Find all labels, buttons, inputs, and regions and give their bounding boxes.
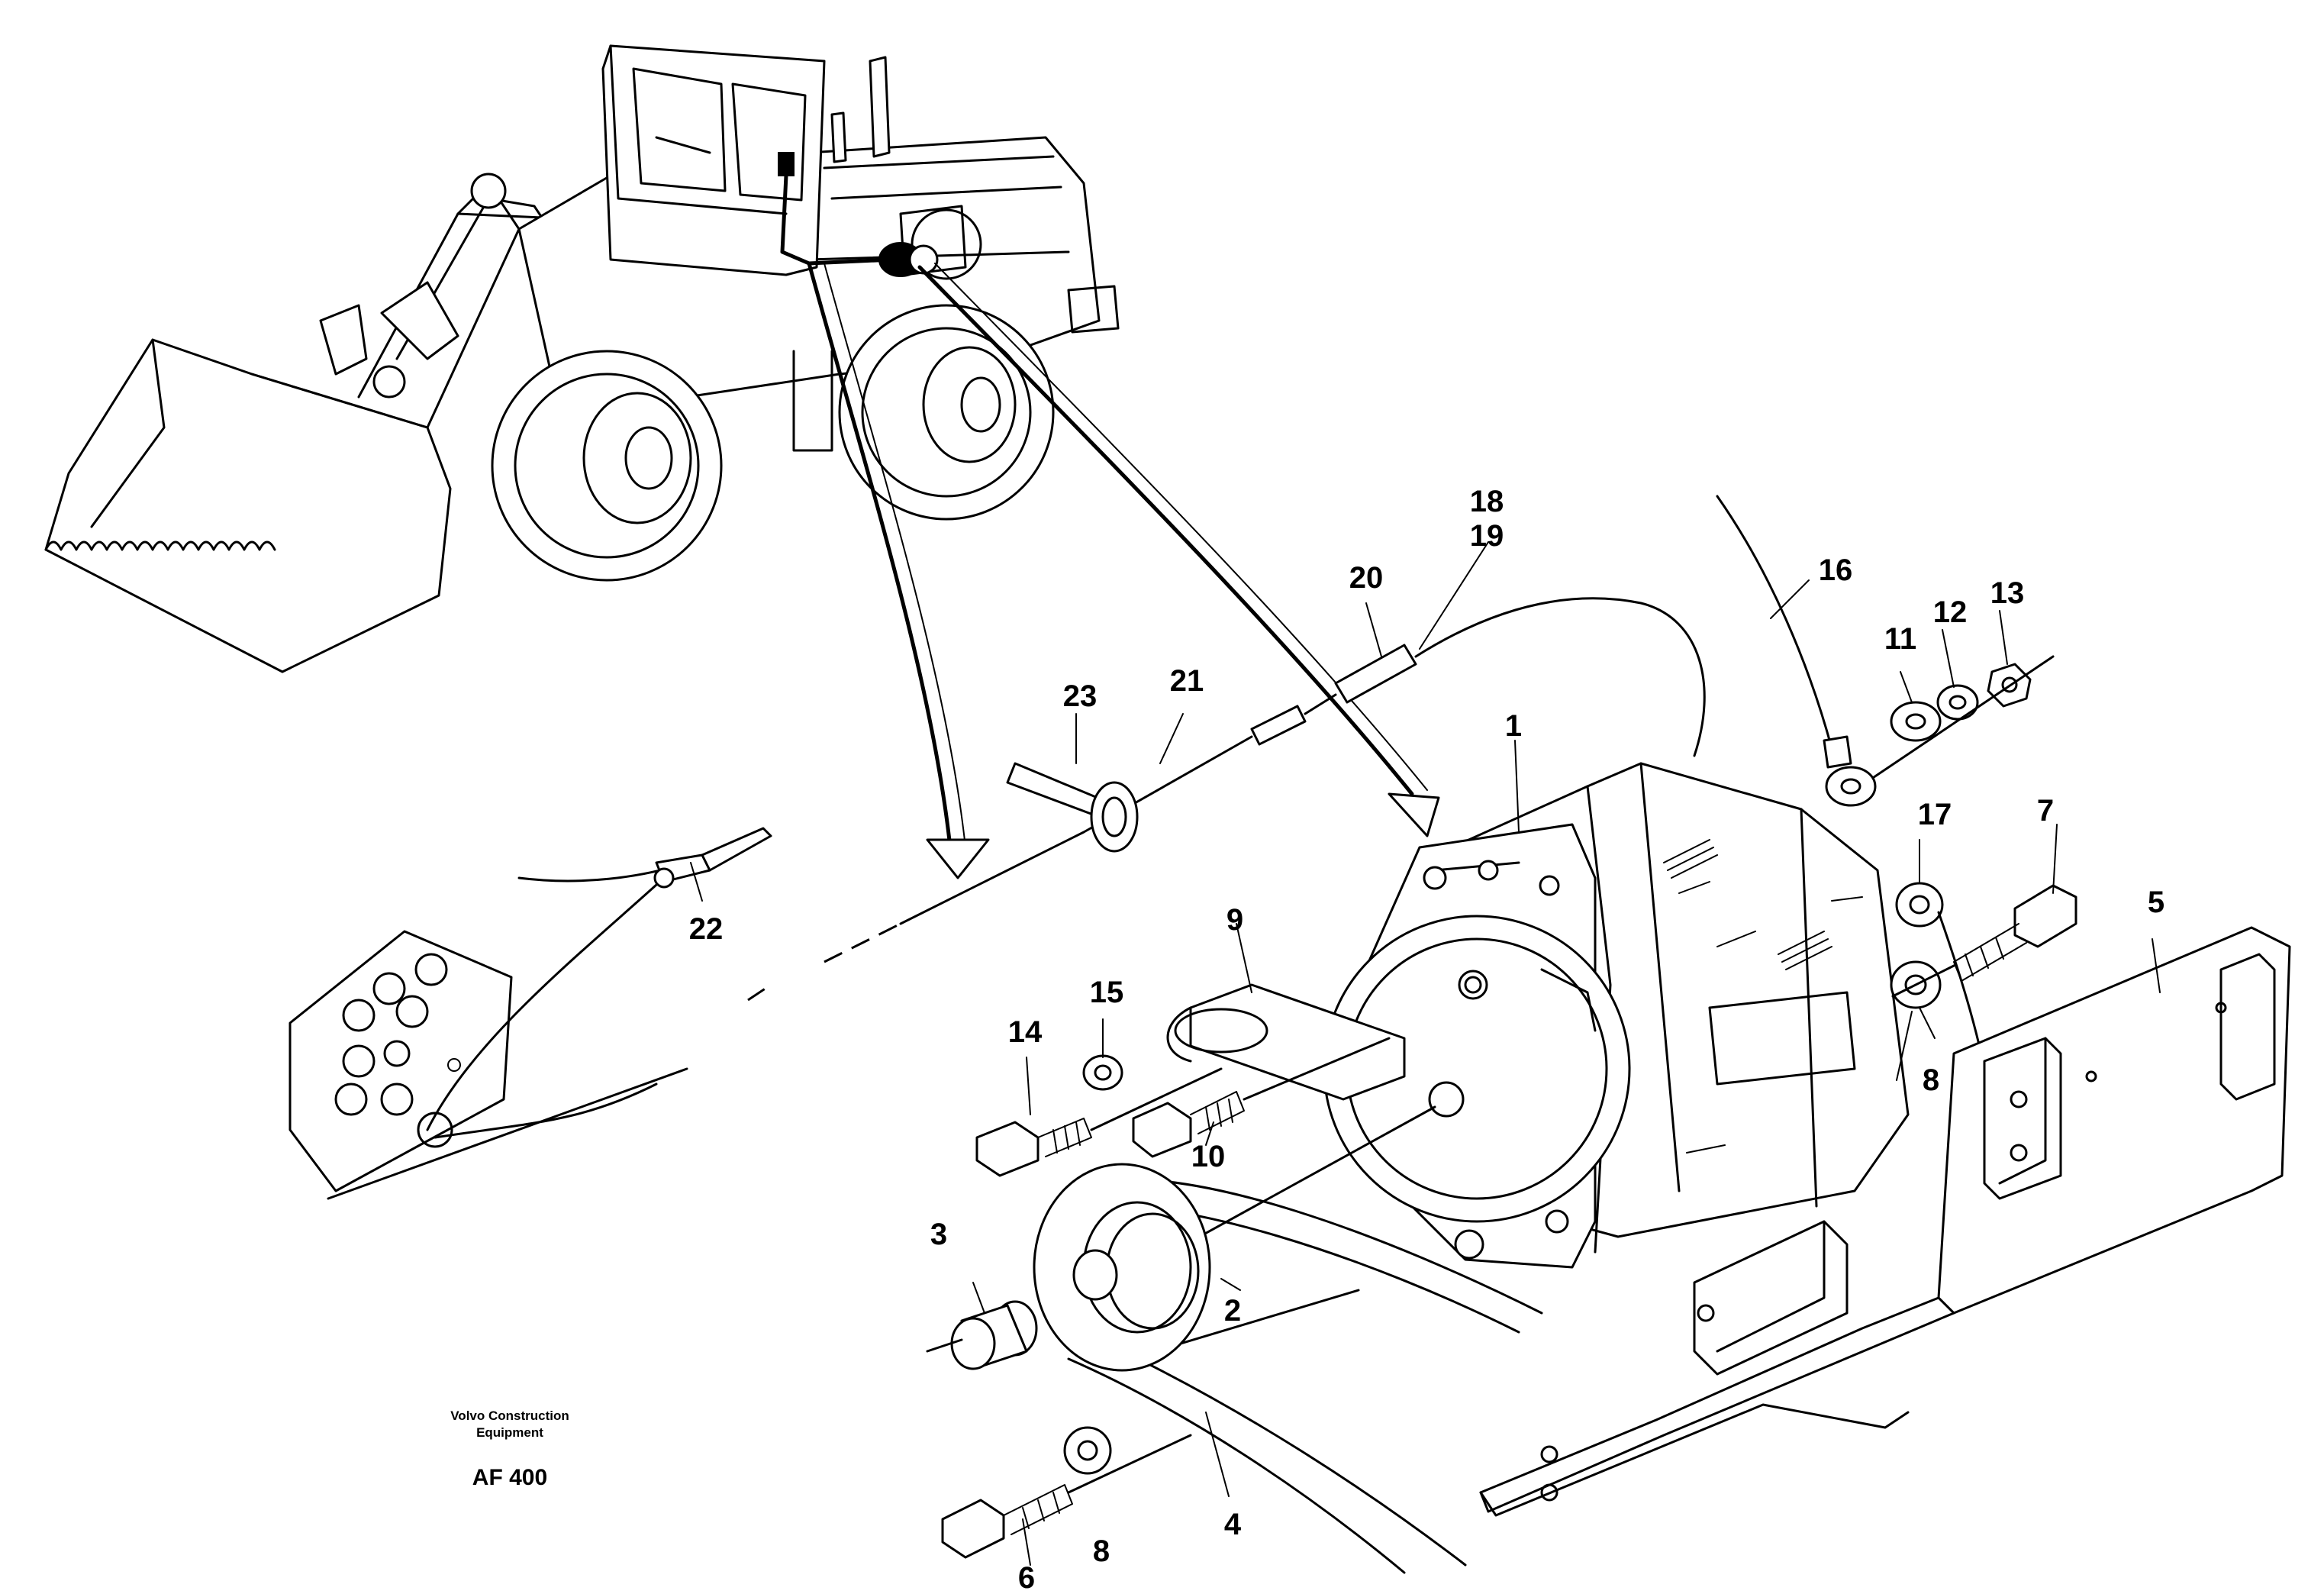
callout-21: 21 <box>1170 664 1204 698</box>
leader-lines <box>690 541 2161 1566</box>
callout-6: 6 <box>1018 1561 1035 1594</box>
credit-line-2: Equipment <box>476 1425 543 1440</box>
credit-line-1: Volvo Construction <box>450 1408 569 1423</box>
callout-4: 4 <box>1224 1508 1242 1541</box>
callout-10: 10 <box>1191 1140 1226 1173</box>
cable-assembly <box>747 495 1852 1002</box>
callout-23: 23 <box>1063 679 1098 713</box>
callout-5: 5 <box>2148 886 2164 919</box>
callout-14: 14 <box>1008 1015 1043 1049</box>
callout-19: 19 <box>1470 519 1504 553</box>
callout-3: 3 <box>930 1218 947 1251</box>
callout-18: 18 <box>1470 485 1504 518</box>
callout-20: 20 <box>1349 561 1384 595</box>
wheel-loader-illustration <box>44 44 1120 673</box>
figure-credit: Volvo Construction Equipment AF 400 <box>450 1408 569 1490</box>
callout-16: 16 <box>1819 553 1853 587</box>
callout-2: 2 <box>1224 1294 1241 1328</box>
callout-17: 17 <box>1918 798 1952 831</box>
alternator <box>1059 762 1910 1315</box>
rear-wheel <box>838 304 1055 521</box>
front-wheel <box>491 350 723 582</box>
bracket-and-bolts <box>975 655 2077 1177</box>
callout-12: 12 <box>1933 595 1968 629</box>
callout-11: 11 <box>1884 622 1916 656</box>
callout-13: 13 <box>1990 576 2025 610</box>
figure-code: AF 400 <box>472 1465 547 1490</box>
callout-labels: 1 2 3 4 5 6 7 8 8 9 10 11 12 13 14 15 16… <box>689 485 2164 1594</box>
callout-8-right: 8 <box>1923 1063 1939 1097</box>
callout-9: 9 <box>1226 903 1243 937</box>
callout-8-bottom: 8 <box>1093 1534 1110 1568</box>
pulley-and-belt <box>926 1163 1543 1574</box>
callout-1: 1 <box>1505 709 1522 743</box>
terminal-block-illustration <box>288 827 772 1200</box>
callout-7: 7 <box>2037 794 2054 828</box>
locator-arrows <box>807 261 1440 879</box>
callout-15: 15 <box>1090 976 1124 1009</box>
mounting-bracket <box>1479 926 2291 1517</box>
callout-22: 22 <box>689 912 724 946</box>
